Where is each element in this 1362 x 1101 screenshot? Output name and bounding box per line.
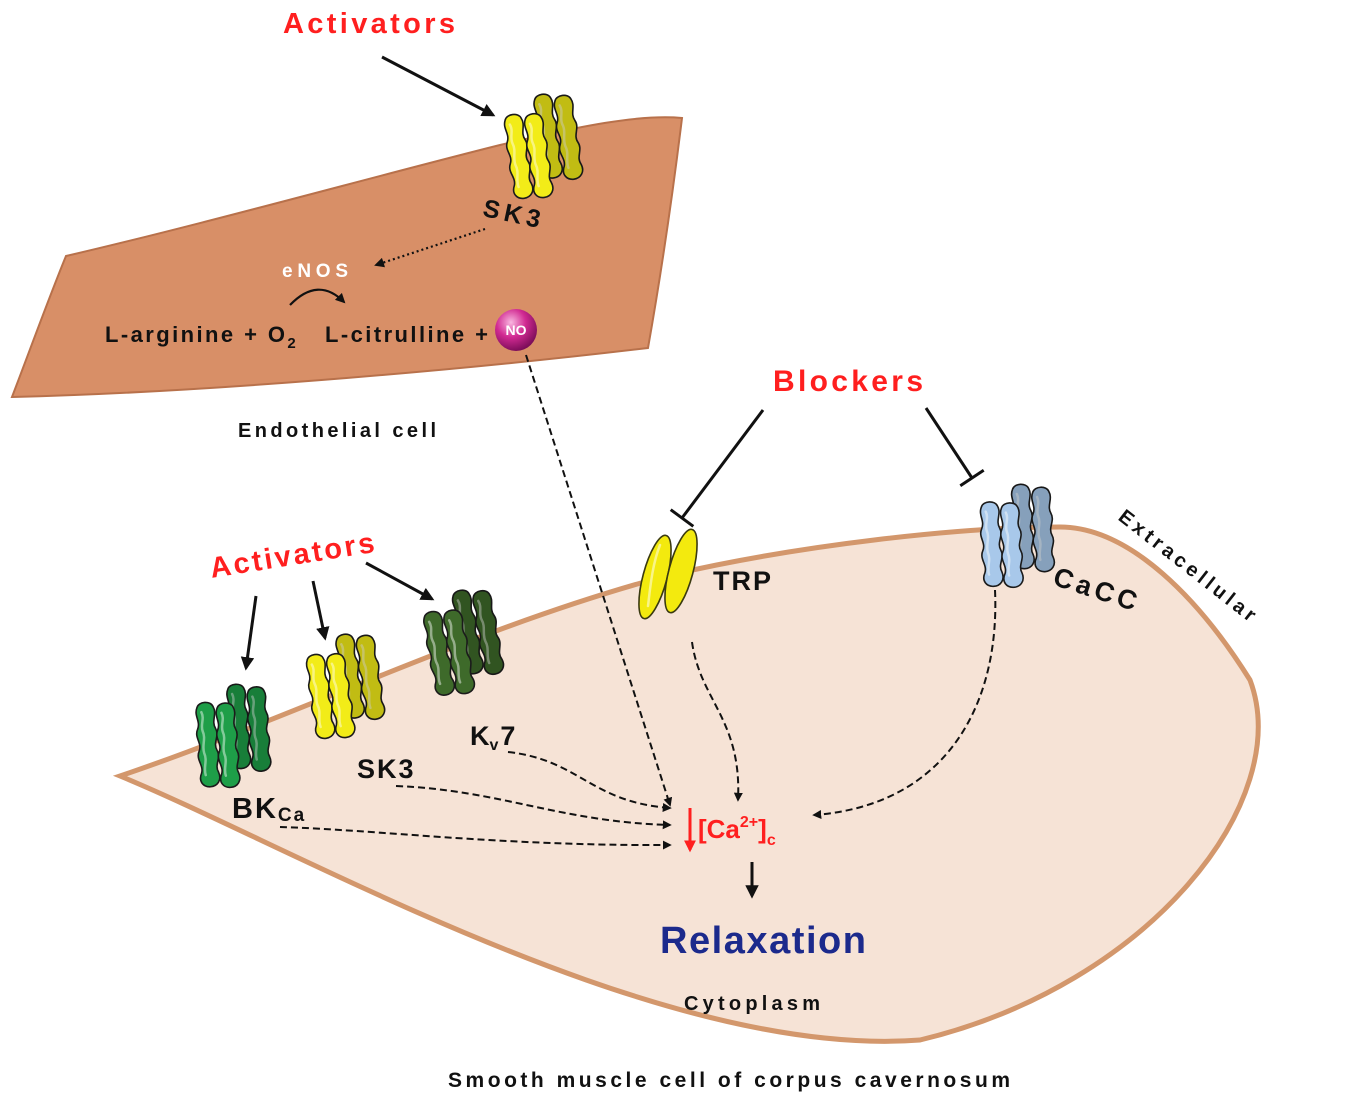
kv7-label-suffix: 7 [500,721,515,751]
reaction-products: L-citrulline + [325,322,488,347]
cytoplasm-label: Cytoplasm [684,993,820,1015]
sk3-activator-arrow [311,580,330,641]
kv7-to-calcium-dashed-arrow [507,751,672,812]
nitric-oxide-icon: NO [495,309,537,351]
kv7-label-main: K [470,721,490,751]
bkca-activator-arrow [240,595,258,671]
bkca-label: BKCa [232,793,306,826]
bkca-label-main: BK [232,793,278,825]
endothelial-activators-label: Activators [283,8,455,40]
kv7-label-subscript: v [490,737,499,754]
no-to-calcium-dashed-arrow [525,354,673,807]
smooth-muscle-cell-label: Smooth muscle cell of corpus cavernosum [448,1069,1010,1092]
endothelial-cell-body [10,116,684,399]
endothelial-cell-label: Endothelial cell [238,420,436,442]
trp-label: TRP [713,566,773,596]
kv7-label: Kv7 [470,721,515,754]
nitric-oxide-label: NO [506,322,527,338]
bkca-label-subscript: Ca [278,805,306,826]
endothelial-activator-arrow [381,55,496,117]
relaxation-label: Relaxation [660,920,866,962]
kv7-activator-arrow [365,561,435,601]
cytosolic-calcium-label: [Ca2+]c [698,814,776,849]
calcium-superscript: 2+ [740,814,758,831]
smooth-muscle-sk3-label: SK3 [357,754,416,784]
sk3-to-enos-dotted-arrow [374,227,486,268]
smooth-muscle-activators-label: Activators [208,527,377,585]
cacc-to-calcium-dashed-arrow [812,589,997,819]
cacc-blocker-bar [959,469,985,487]
trp-highlight [646,543,662,608]
trp-blocker-bar [669,508,695,528]
trp-blocker-line [680,409,765,519]
trp-subunit-right [664,528,698,614]
blockers-label: Blockers [773,365,923,398]
calcium-subscript: c [767,832,776,849]
nitric-oxide-ball [495,309,537,351]
trp-channel-icon [638,528,698,620]
calcium-open: [Ca [698,814,740,844]
sk3-to-calcium-dashed-arrow [395,785,672,830]
oxygen-subscript: 2 [287,335,295,352]
enos-label: eNOS [282,261,348,282]
smooth-muscle-cell-body [112,524,1261,1044]
bkca-to-calcium-dashed-arrow [279,826,672,850]
enos-conversion-arrow [289,288,346,306]
calcium-close: ] [758,814,767,844]
cacc-blocker-line [924,407,974,479]
